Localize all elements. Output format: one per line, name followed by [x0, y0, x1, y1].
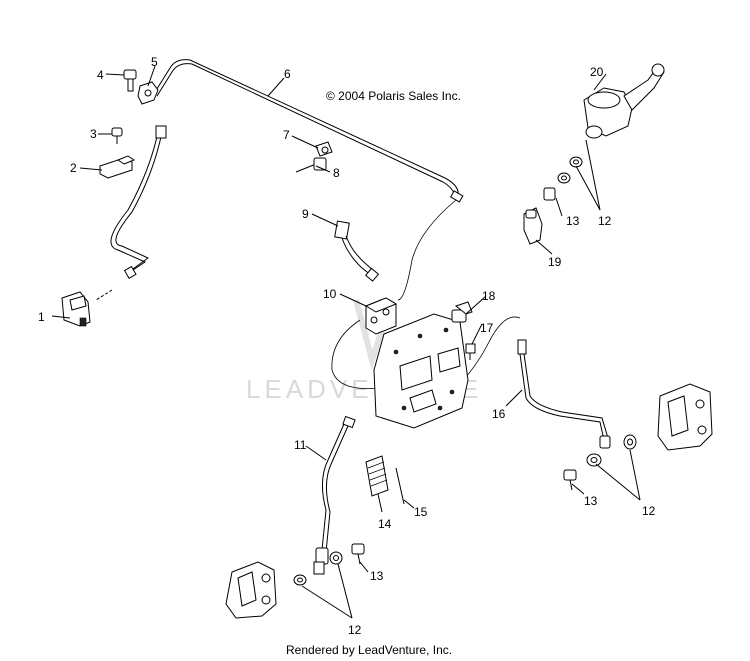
clip-5 — [137, 81, 159, 105]
fitting-19 — [523, 207, 543, 245]
bolt-13-left — [351, 543, 365, 565]
washers-upper — [543, 156, 583, 201]
callout-2: 2 — [70, 161, 77, 175]
bracket-2 — [99, 155, 136, 179]
callout-5: 5 — [151, 55, 158, 69]
pin-15 — [395, 467, 405, 505]
bolt-13-right — [563, 469, 577, 491]
clip-7 — [315, 141, 333, 157]
callout-18: 18 — [482, 289, 496, 303]
callout-13-right: 13 — [584, 494, 598, 508]
mounting-plate — [373, 313, 469, 429]
copyright-text: © 2004 Polaris Sales Inc. — [326, 89, 461, 103]
callout-6: 6 — [284, 67, 291, 81]
tee-fitting-1 — [61, 291, 91, 327]
callout-12-upper: 12 — [598, 214, 612, 228]
brake-hose-16 — [517, 339, 611, 449]
bolt-3 — [111, 127, 123, 144]
callout-8: 8 — [333, 166, 340, 180]
caliper-right — [657, 383, 713, 451]
callout-17: 17 — [480, 321, 494, 335]
callout-13-left: 13 — [370, 569, 384, 583]
callout-4: 4 — [97, 68, 104, 82]
callout-16: 16 — [492, 407, 506, 421]
spring-14 — [365, 455, 389, 497]
callout-20: 20 — [590, 65, 604, 79]
brake-hose-9 — [334, 220, 380, 282]
brake-block-10 — [364, 297, 398, 335]
brake-line-6 — [95, 59, 464, 301]
washers-left — [293, 551, 343, 586]
callout-1: 1 — [38, 310, 45, 324]
brake-hose-11 — [313, 415, 356, 575]
fitting-18 — [451, 301, 473, 323]
caliper-left — [225, 561, 277, 619]
master-cylinder-20 — [583, 63, 665, 139]
footer-text: Rendered by LeadVenture, Inc. — [286, 643, 452, 657]
callout-14: 14 — [378, 517, 392, 531]
callout-13-upper: 13 — [566, 214, 580, 228]
callout-19: 19 — [548, 255, 562, 269]
washers-right — [586, 434, 637, 467]
bolt-17 — [465, 343, 476, 360]
callout-12-left: 12 — [348, 623, 362, 637]
callout-3: 3 — [90, 127, 97, 141]
callout-labels: 1 2 3 4 5 6 7 8 9 10 11 12 12 12 13 13 1… — [38, 55, 656, 637]
callout-10: 10 — [323, 287, 337, 301]
callout-9: 9 — [302, 207, 309, 221]
callout-15: 15 — [414, 505, 428, 519]
leader-lines — [51, 65, 641, 619]
screw-8 — [295, 157, 327, 173]
bolt-4 — [123, 69, 137, 92]
callout-11: 11 — [294, 438, 307, 452]
callout-7: 7 — [283, 128, 290, 142]
callout-12-right: 12 — [642, 504, 656, 518]
